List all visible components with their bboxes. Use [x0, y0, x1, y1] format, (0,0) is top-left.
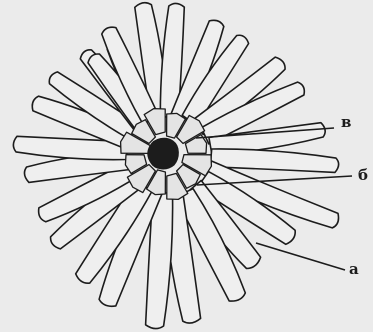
label-v: в	[341, 113, 351, 131]
leader-line-a	[256, 243, 345, 270]
label-b: б	[358, 166, 368, 184]
central-body	[148, 138, 179, 169]
label-a: а	[349, 260, 359, 278]
outer-lobes	[13, 3, 338, 329]
